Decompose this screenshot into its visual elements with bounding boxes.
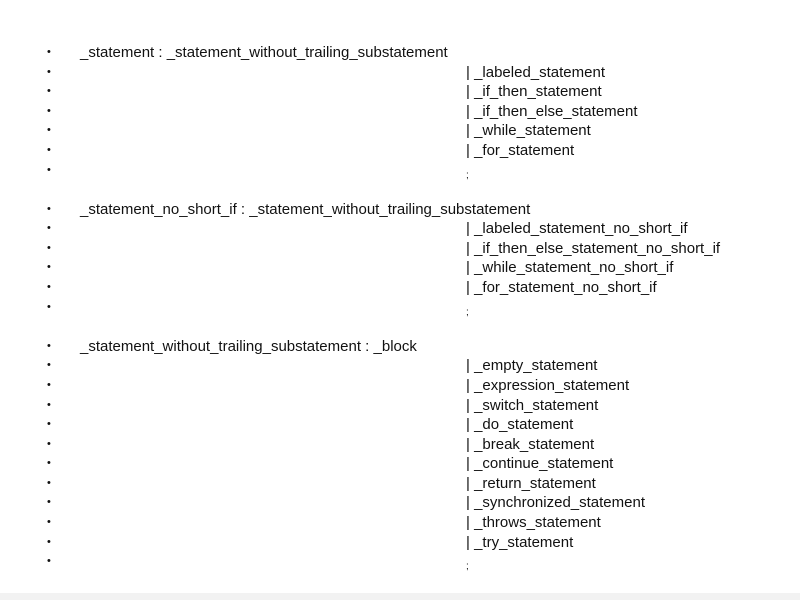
- alternative-line: • | _for_statement: [0, 141, 800, 161]
- rule-head-line: • _statement_without_trailing_substateme…: [0, 337, 800, 357]
- rule-alternative: | _while_statement_no_short_if: [466, 259, 674, 277]
- bullet: •: [47, 143, 51, 156]
- bullet: •: [47, 261, 51, 274]
- alternative-line: • | _do_statement: [0, 415, 800, 435]
- rule-alternative: | _synchronized_statement: [466, 494, 645, 512]
- rule-head: _statement_without_trailing_substatement…: [80, 337, 417, 355]
- rule-head: _statement : _statement_without_trailing…: [80, 44, 448, 61]
- alternative-line: • | _continue_statement: [0, 454, 800, 474]
- terminator-line: • ;: [0, 161, 800, 181]
- bullet: •: [47, 85, 51, 98]
- bullet: •: [47, 300, 51, 313]
- rule-alternative: | _while_statement: [466, 122, 591, 140]
- rule-head-line: • _statement : _statement_without_traili…: [0, 43, 800, 63]
- bullet: •: [47, 339, 51, 352]
- bullet: •: [47, 46, 51, 58]
- rule-terminator: ;: [466, 306, 469, 318]
- bullet: •: [47, 535, 51, 548]
- grammar-rule-statement-no-short-if: • _statement_no_short_if : _statement_wi…: [0, 200, 800, 318]
- alternative-line: • | _try_statement: [0, 533, 800, 553]
- alternative-line: • | _break_statement: [0, 435, 800, 455]
- rule-alternative: | _if_then_else_statement: [466, 102, 638, 120]
- bullet: •: [47, 555, 51, 568]
- bullet: •: [47, 418, 51, 431]
- alternative-line: • | _for_statement_no_short_if: [0, 278, 800, 298]
- alternative-line: • | _if_then_else_statement_no_short_if: [0, 239, 800, 259]
- rule-alternative: | _for_statement: [466, 141, 575, 159]
- alternative-line: • | _while_statement: [0, 121, 800, 141]
- rule-alternative: | _switch_statement: [466, 396, 599, 414]
- rule-alternative: | _labeled_statement_no_short_if: [466, 220, 688, 238]
- bullet: •: [47, 359, 51, 372]
- bullet: •: [47, 163, 51, 176]
- alternative-line: • | _while_statement_no_short_if: [0, 258, 800, 278]
- rule-alternative: | _do_statement: [466, 416, 574, 434]
- alternative-line: • | _labeled_statement: [0, 63, 800, 83]
- rule-alternative: | _throws_statement: [466, 514, 601, 532]
- bullet: •: [47, 104, 51, 117]
- bullet: •: [47, 124, 51, 137]
- bottom-edge-bar: [0, 593, 800, 600]
- bullet: •: [47, 437, 51, 450]
- bullet: •: [47, 476, 51, 489]
- bullet: •: [47, 281, 51, 294]
- bullet: •: [47, 222, 51, 235]
- alternative-line: • | _empty_statement: [0, 356, 800, 376]
- alternative-line: • | _expression_statement: [0, 376, 800, 396]
- rule-alternative: | _for_statement_no_short_if: [466, 279, 657, 297]
- terminator-line: • ;: [0, 552, 800, 572]
- rule-alternative: | _labeled_statement: [466, 63, 605, 81]
- alternative-line: • | _if_then_statement: [0, 82, 800, 102]
- alternative-line: • | _throws_statement: [0, 513, 800, 533]
- bullet: •: [47, 496, 51, 509]
- grammar-rule-statement-without-trailing-substatement: • _statement_without_trailing_substateme…: [0, 337, 800, 573]
- bullet: •: [47, 516, 51, 529]
- alternative-line: • | _if_then_else_statement: [0, 102, 800, 122]
- alternative-line: • | _switch_statement: [0, 396, 800, 416]
- rule-head-line: • _statement_no_short_if : _statement_wi…: [0, 200, 800, 220]
- bullet: •: [47, 65, 51, 78]
- alternative-line: • | _synchronized_statement: [0, 493, 800, 513]
- alternative-line: • | _labeled_statement_no_short_if: [0, 219, 800, 239]
- rule-alternative: | _continue_statement: [466, 455, 614, 473]
- bullet: •: [47, 202, 51, 215]
- alternative-line: • | _return_statement: [0, 474, 800, 494]
- bullet: •: [47, 457, 51, 470]
- bullet: •: [47, 398, 51, 411]
- rule-terminator: ;: [466, 169, 469, 181]
- rule-alternative: | _return_statement: [466, 474, 596, 492]
- rule-head: _statement_no_short_if : _statement_with…: [80, 200, 531, 218]
- grammar-rule-statement: • _statement : _statement_without_traili…: [0, 43, 800, 181]
- bullet: •: [47, 241, 51, 254]
- rule-alternative: | _break_statement: [466, 435, 595, 453]
- rule-alternative: | _try_statement: [466, 533, 574, 551]
- bullet: •: [47, 378, 51, 391]
- rule-alternative: | _if_then_statement: [466, 83, 602, 101]
- grammar-document: • _statement : _statement_without_traili…: [0, 43, 800, 591]
- rule-terminator: ;: [466, 561, 469, 573]
- rule-alternative: | _expression_statement: [466, 376, 630, 394]
- terminator-line: • ;: [0, 298, 800, 318]
- rule-alternative: | _empty_statement: [466, 357, 598, 375]
- rule-alternative: | _if_then_else_statement_no_short_if: [466, 239, 721, 257]
